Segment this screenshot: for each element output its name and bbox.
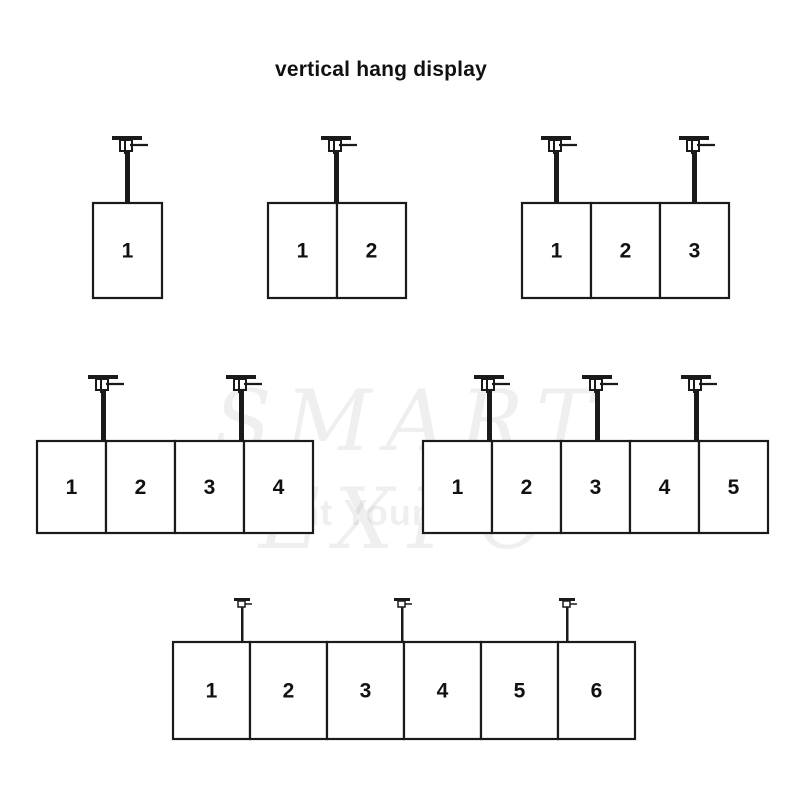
mount-pole [692, 151, 697, 203]
mount-plate [681, 375, 711, 379]
mount-plate [541, 136, 571, 140]
mount-plate [474, 375, 504, 379]
display-configuration-5: 1 2 3 4 5 [421, 375, 770, 535]
display-panel [479, 640, 560, 741]
mount-plate [559, 598, 575, 601]
panel-number: 1 [66, 476, 78, 499]
mount-plate [582, 375, 612, 379]
display-panel [266, 201, 339, 300]
panel-number: 2 [135, 476, 147, 499]
ceiling-mount-bracket [234, 598, 252, 642]
panel-number: 3 [360, 680, 372, 703]
panel-number: 3 [590, 476, 602, 499]
panel-number: 2 [366, 240, 378, 263]
display-panel [325, 640, 406, 741]
display-configuration-6: 1 2 3 4 5 6 [171, 598, 637, 741]
mount-pole [694, 390, 699, 441]
mount-pole [334, 151, 339, 203]
ceiling-mount-bracket [394, 598, 412, 642]
display-panel [658, 201, 731, 300]
mount-pole [125, 151, 130, 203]
display-panel [335, 201, 408, 300]
mount-pole [566, 607, 569, 642]
panel-number: 1 [452, 476, 464, 499]
display-configuration-4: 1 2 3 4 [35, 375, 315, 535]
display-panel [559, 439, 632, 535]
mount-clamp [237, 600, 246, 608]
display-panel [173, 439, 246, 535]
mount-clamp [562, 600, 571, 608]
display-panel [91, 201, 164, 300]
ceiling-mount-bracket [541, 136, 577, 203]
panel-number: 1 [297, 240, 309, 263]
ceiling-mount-bracket [321, 136, 357, 203]
panel-number: 4 [437, 680, 449, 703]
panel-number: 3 [689, 240, 701, 263]
mount-pole [401, 607, 404, 642]
display-panel [628, 439, 701, 535]
ceiling-mount-bracket [681, 375, 717, 441]
display-configuration-3: 1 2 3 [520, 136, 731, 300]
mount-pole [595, 390, 600, 441]
display-panel [520, 201, 593, 300]
mount-plate [321, 136, 351, 140]
mount-plate [226, 375, 256, 379]
panel-number: 5 [728, 476, 740, 499]
mount-pole [554, 151, 559, 203]
display-panel [171, 640, 252, 741]
mount-pole [241, 607, 244, 642]
mount-plate [394, 598, 410, 601]
mount-plate [234, 598, 250, 601]
ceiling-mount-bracket [559, 598, 577, 642]
panel-number: 5 [514, 680, 526, 703]
ceiling-mount-bracket [88, 375, 124, 441]
mount-plate [679, 136, 709, 140]
panel-number: 3 [204, 476, 216, 499]
mount-plate [88, 375, 118, 379]
display-panel [104, 439, 177, 535]
panel-number: 1 [551, 240, 563, 263]
mount-plate [112, 136, 142, 140]
ceiling-mount-bracket [226, 375, 262, 441]
panel-number: 1 [206, 680, 218, 703]
ceiling-mount-bracket [474, 375, 510, 441]
mount-clamp [397, 600, 406, 608]
mount-pole [239, 390, 244, 441]
panel-number: 6 [591, 680, 603, 703]
display-panel [35, 439, 108, 535]
panel-number: 1 [122, 240, 134, 263]
panel-number: 4 [273, 476, 285, 499]
diagram-title: vertical hang display [275, 58, 487, 81]
ceiling-mount-bracket [582, 375, 618, 441]
panel-number: 4 [659, 476, 671, 499]
display-panel [248, 640, 329, 741]
display-panel [556, 640, 637, 741]
panel-number: 2 [283, 680, 295, 703]
ceiling-mount-bracket [112, 136, 148, 203]
ceiling-mount-bracket [679, 136, 715, 203]
display-panel [242, 439, 315, 535]
display-panel [589, 201, 662, 300]
panel-number: 2 [521, 476, 533, 499]
mount-pole [487, 390, 492, 441]
mount-pole [101, 390, 106, 441]
display-configuration-1: 1 [91, 136, 164, 300]
display-panel [697, 439, 770, 535]
panel-number: 2 [620, 240, 632, 263]
